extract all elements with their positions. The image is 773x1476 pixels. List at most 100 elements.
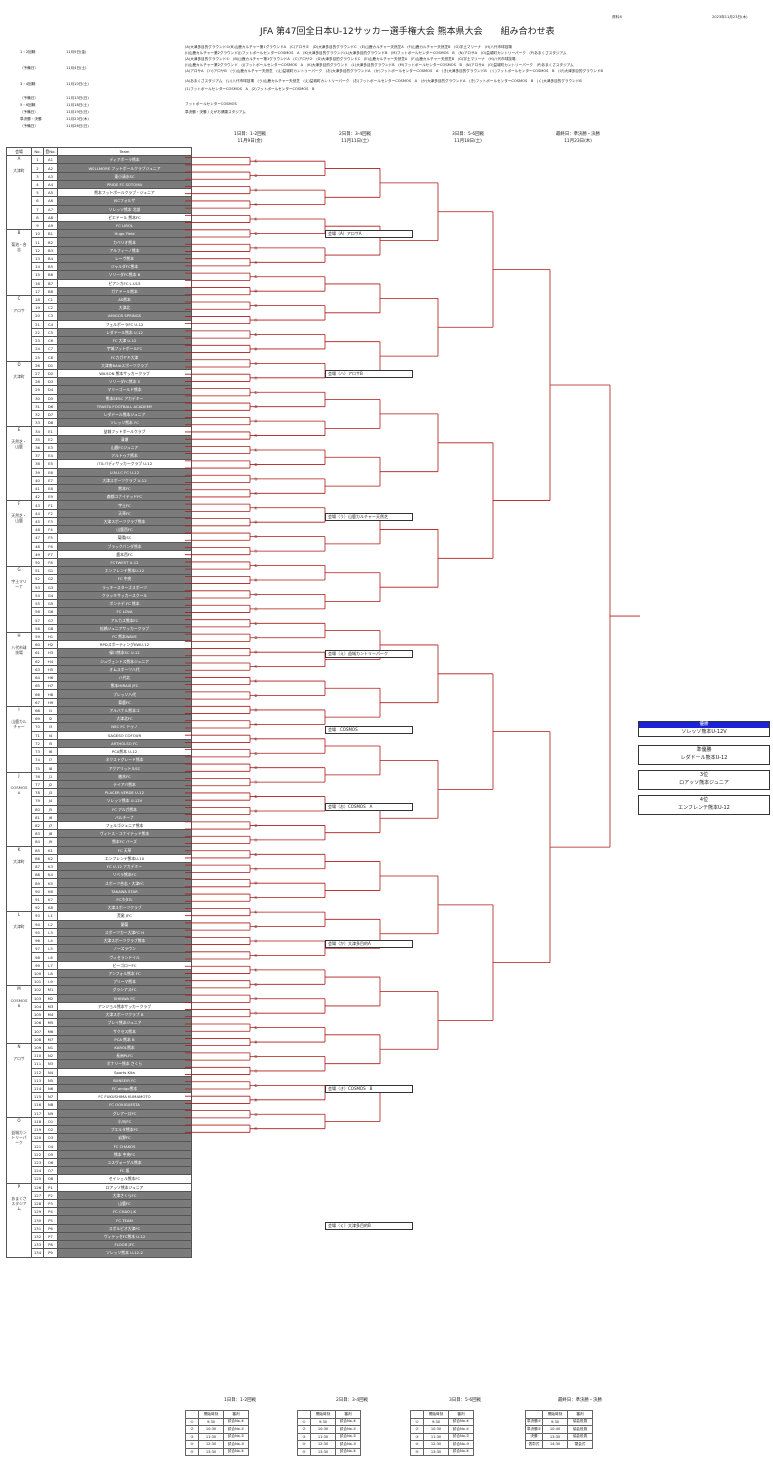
group-venue: 宇土マリーナ xyxy=(11,579,27,590)
schedule-label: （予備日） xyxy=(20,110,38,114)
group-letter: K xyxy=(17,846,21,852)
group-venue: 天然芝・山鹿 xyxy=(11,513,27,524)
schedule-label: 3・4回戦 xyxy=(20,82,36,86)
sched-cell: 9:30 xyxy=(310,1417,336,1426)
sched-cell: 試合No.① xyxy=(223,1425,249,1434)
page-title: JFA 第47回全日本U-12サッカー選手権大会 熊本県大会 組み合わせ表 xyxy=(260,27,555,37)
sched-header: 審判 xyxy=(567,1410,594,1419)
sched-cell: 協会役員 xyxy=(567,1417,594,1426)
fourth-rank: 4位 xyxy=(699,797,709,803)
group-letter: E xyxy=(17,427,21,433)
sched-cell: 試合No.② xyxy=(448,1432,474,1441)
venue-note: (I)山鹿カルチャー第2グラウンド(J)フットボールセンターCOSMOS A (… xyxy=(185,51,567,55)
venue-note: (A)大津多目的グラウンド①(B)山鹿カルチャー第1グラウンドA (C)アロサ②… xyxy=(185,45,512,49)
sched-cell: ③ xyxy=(185,1432,199,1441)
sched-cell: ① xyxy=(297,1417,311,1426)
bottom-title: 2日目：3-4回戦 xyxy=(336,1398,368,1403)
sched-cell: 10:30 xyxy=(198,1425,224,1434)
schedule-label: 準決勝・決勝 xyxy=(20,117,42,121)
schedule-label: （予備日） xyxy=(20,124,38,128)
group-venue: COSMOS A xyxy=(10,784,28,795)
sched-cell: 11:30 xyxy=(423,1432,449,1441)
venue-label: 会場（う）山鹿カルチャー天然芝 xyxy=(325,513,413,521)
sched-cell: 閉会式 xyxy=(567,1440,594,1449)
sched-cell xyxy=(185,1410,199,1419)
round-title: 最終日：準決勝・決勝 xyxy=(556,132,600,137)
round-title: 3日目：5-6回戦 xyxy=(452,132,484,137)
group-venue: 山鹿カルチャー xyxy=(11,718,27,729)
sched-cell: 12:30 xyxy=(198,1440,224,1449)
sched-cell: 12:30 xyxy=(310,1440,336,1449)
champion-team: ソレッソ熊本U-12V xyxy=(681,729,727,735)
sched-cell: 10:30 xyxy=(310,1425,336,1434)
sched-cell: 9:30 xyxy=(423,1417,449,1426)
group-letter: H xyxy=(17,632,21,638)
sched-cell: 13:30 xyxy=(310,1447,336,1456)
sched-cell: 試合No.④ xyxy=(335,1447,361,1456)
venue-note: (I)山鹿カルチャー第2グラウンド (J)フットボールセンターCOSMOS A … xyxy=(185,63,574,67)
fourth-team: エンフレンテ熊本U-12 xyxy=(678,805,730,811)
schedule-date: 11月26日(日) xyxy=(66,124,89,128)
sched-cell: 試合No.③ xyxy=(223,1440,249,1449)
group-letter: P xyxy=(17,1183,21,1189)
group-venue: 八代市球技場 xyxy=(11,644,27,655)
schedule-label: （予備日） xyxy=(20,66,38,70)
sched-cell: 試合No.④ xyxy=(335,1417,361,1426)
venue-note: 準決勝・決勝 / えがお健康スタジアム xyxy=(185,110,246,114)
venue-note: (A)アロサA (ハ)アロサB (う)山鹿カルチャー天然芝 (え)益城町カントリ… xyxy=(185,69,603,73)
group-cell: M COSMOS B xyxy=(6,985,32,1044)
sched-cell: 13:30 xyxy=(423,1447,449,1456)
sched-cell: 試合No.② xyxy=(223,1432,249,1441)
group-venue: アロサ xyxy=(13,1055,25,1061)
group-cell: K 大津町 xyxy=(6,845,32,913)
schedule-date: 11月19日(日) xyxy=(66,110,89,114)
sched-cell: 試合No.③ xyxy=(335,1440,361,1449)
group-venue: アロサ xyxy=(13,307,25,313)
sched-cell: 10:40 xyxy=(542,1425,569,1434)
round-date: 11月11日(土) xyxy=(341,139,369,144)
group-venue: 大津町 xyxy=(13,858,25,864)
third-place-box: 3位 ロアッソ熊本ジュニア xyxy=(638,770,770,790)
venue-note: フットボールセンターCOSMOS xyxy=(185,102,237,106)
venue-label: 会場（く）大津多目的B xyxy=(325,1222,413,1230)
third-team: ロアッソ熊本ジュニア xyxy=(679,780,729,786)
group-venue: COSMOS B xyxy=(10,998,28,1009)
venue-note: (1)フットボールセンターCOSMOS A (2)フットボールセンターCOSMO… xyxy=(185,87,315,91)
sched-cell: 決勝 xyxy=(524,1432,544,1441)
group-letter: M xyxy=(17,986,21,992)
sched-cell: ⑤ xyxy=(410,1447,424,1456)
group-venue: 大津町 xyxy=(13,168,25,174)
sched-cell: 表彰式 xyxy=(524,1440,544,1449)
schedule-date: 11月23日(木) xyxy=(66,117,89,121)
sched-cell: 試合No.① xyxy=(335,1425,361,1434)
venue-label: 会場（き）COSMOS B xyxy=(325,1085,413,1093)
sched-header: 開始時刻 xyxy=(198,1410,224,1419)
fourth-place-box: 4位 エンフレンテ熊本U-12 xyxy=(638,795,770,815)
group-letter: F xyxy=(17,501,21,507)
venue-label: 会場（か）大津多目的A xyxy=(325,940,413,948)
group-venue: 天然芝・山鹿 xyxy=(11,439,27,450)
group-letter: O xyxy=(17,1117,21,1123)
third-rank: 3位 xyxy=(699,772,709,778)
group-letter: J xyxy=(18,772,20,778)
sched-cell: ③ xyxy=(410,1432,424,1441)
sched-header: 審判 xyxy=(448,1410,474,1419)
group-letter: A xyxy=(17,156,21,162)
sched-cell: ② xyxy=(297,1425,311,1434)
group-letter: C xyxy=(17,295,21,301)
group-letter: D xyxy=(17,361,21,367)
sched-cell: 協会役員 xyxy=(567,1432,594,1441)
sched-cell: 試合No.④ xyxy=(448,1417,474,1426)
sched-cell: ⑤ xyxy=(297,1447,311,1456)
